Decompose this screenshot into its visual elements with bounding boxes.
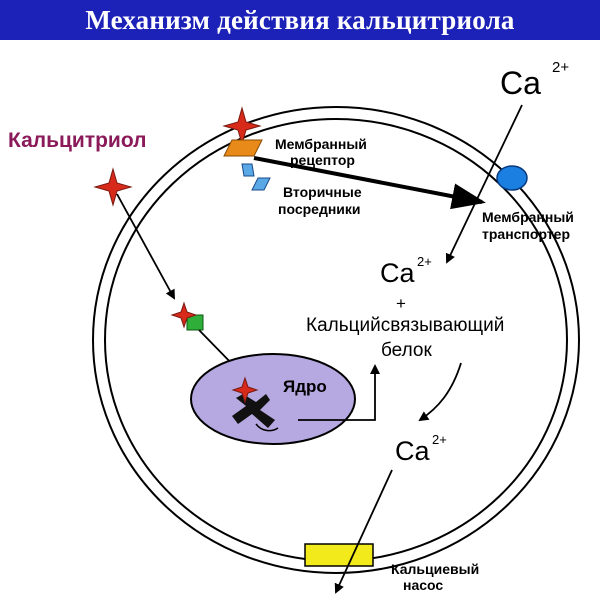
calcitriol-free-molecule-icon xyxy=(93,167,133,207)
ca-extracellular-charge: 2+ xyxy=(552,59,569,76)
ca-released-label: Ca xyxy=(395,436,430,466)
protein-to-ca-arrow xyxy=(418,362,462,422)
membrane-receptor-icon xyxy=(223,139,263,157)
calcitriol-label: Кальцитриол xyxy=(8,129,147,152)
nucleus xyxy=(190,353,356,445)
membrane-transporter-label: Мембранный xyxy=(482,209,574,225)
calcitriol-molecule-icon xyxy=(222,106,262,146)
dna-strand-icon xyxy=(255,423,279,432)
nuclear-complex-icon xyxy=(232,394,275,428)
membrane-receptor-label: Мембранный xyxy=(275,136,367,152)
nucleus-label: Ядро xyxy=(283,377,327,396)
second-messengers-label-2: посредники xyxy=(278,201,361,217)
plus-sign: + xyxy=(396,294,406,313)
title-bar: Механизм действия кальцитриола xyxy=(0,0,600,40)
calcium-pump-label: Кальциевый xyxy=(391,561,479,577)
page-title: Механизм действия кальцитриола xyxy=(85,4,515,35)
calcitriol-bound-molecule-icon xyxy=(170,301,198,329)
second-messenger-icon-1 xyxy=(241,163,255,177)
ca-entry-arrow xyxy=(445,104,523,264)
ca-released-charge: 2+ xyxy=(432,432,447,447)
membrane-receptor-label-2: рецептор xyxy=(290,152,355,168)
ca-extracellular-label: Ca xyxy=(500,65,541,101)
calcium-binding-protein-label-2: белок xyxy=(381,340,432,361)
ca-exit-arrow xyxy=(334,469,393,594)
calcitriol-entry-arrow xyxy=(116,193,175,300)
signal-arrow xyxy=(253,156,486,210)
membrane-transporter-icon xyxy=(496,165,528,191)
ca-cytosol-charge: 2+ xyxy=(417,254,432,269)
cell-membrane-outer xyxy=(92,106,580,574)
second-messengers-label: Вторичные xyxy=(283,184,362,200)
second-messenger-icon-2 xyxy=(251,177,271,191)
expression-arrow xyxy=(298,364,380,421)
calcium-pump-label-2: насос xyxy=(403,577,443,593)
nuclear-star-icon xyxy=(231,376,259,404)
calcium-binding-protein-label: Кальцийсвязывающий xyxy=(306,315,504,336)
ca-cytosol-label: Ca xyxy=(380,258,415,288)
membrane-transporter-label-2: транспортер xyxy=(482,226,570,242)
calcium-pump-icon xyxy=(304,543,374,567)
